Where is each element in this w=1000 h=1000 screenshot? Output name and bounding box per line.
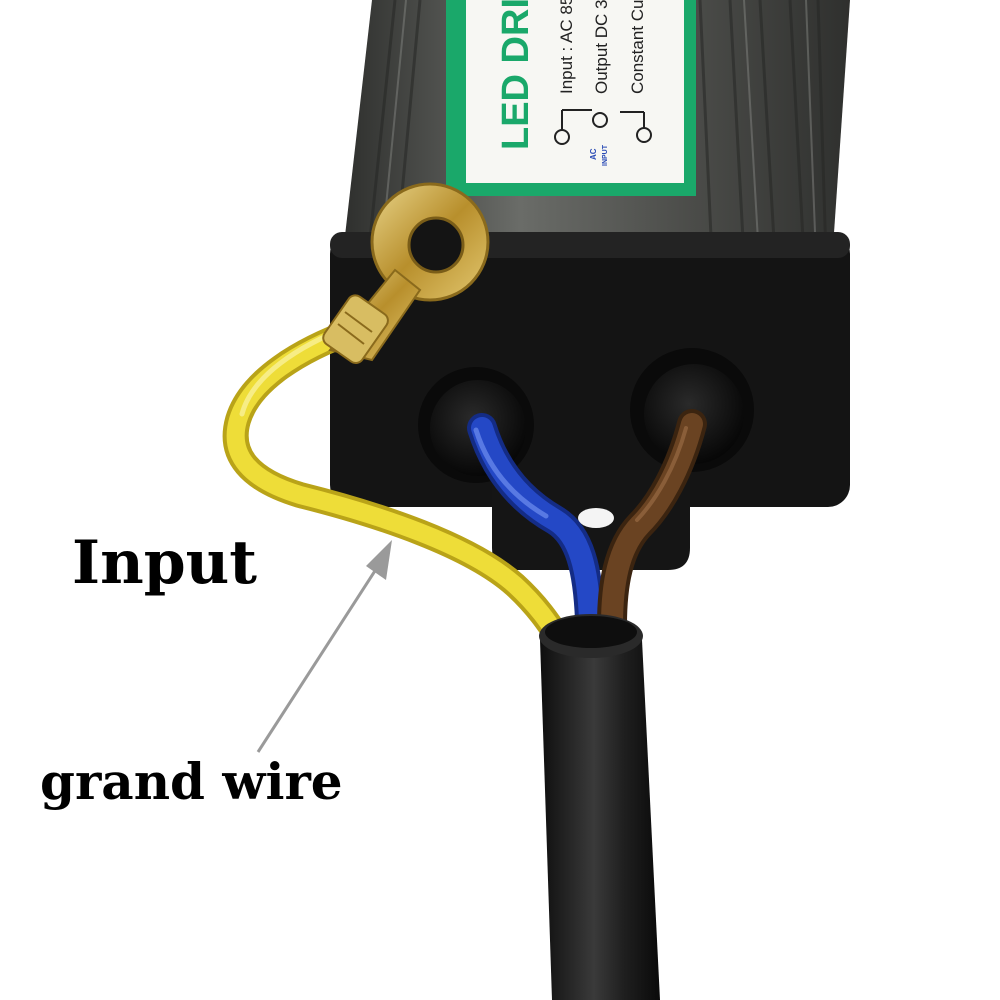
label-brand: LED DRI bbox=[495, 0, 537, 150]
ring-terminal bbox=[322, 182, 490, 364]
product-label: LED DRI Input : AC 85~2 Output DC 36 Con… bbox=[446, 0, 696, 196]
ground-wire-caption: grand wire bbox=[40, 752, 343, 811]
label-line-output: Output DC 36 bbox=[592, 0, 611, 94]
label-line-input: Input : AC 85~2 bbox=[557, 0, 576, 94]
label-ac-tag: AC bbox=[589, 148, 598, 160]
live-wire-brown bbox=[597, 409, 707, 640]
label-line-current: Constant Curre bbox=[628, 0, 647, 94]
pointer-arrow bbox=[256, 540, 392, 753]
neutral-wire-blue bbox=[467, 413, 605, 635]
label-input-tag: INPUT bbox=[602, 144, 609, 166]
label-wiring-symbol bbox=[554, 109, 652, 145]
power-cable bbox=[539, 614, 660, 1000]
input-caption: Input bbox=[72, 528, 257, 598]
